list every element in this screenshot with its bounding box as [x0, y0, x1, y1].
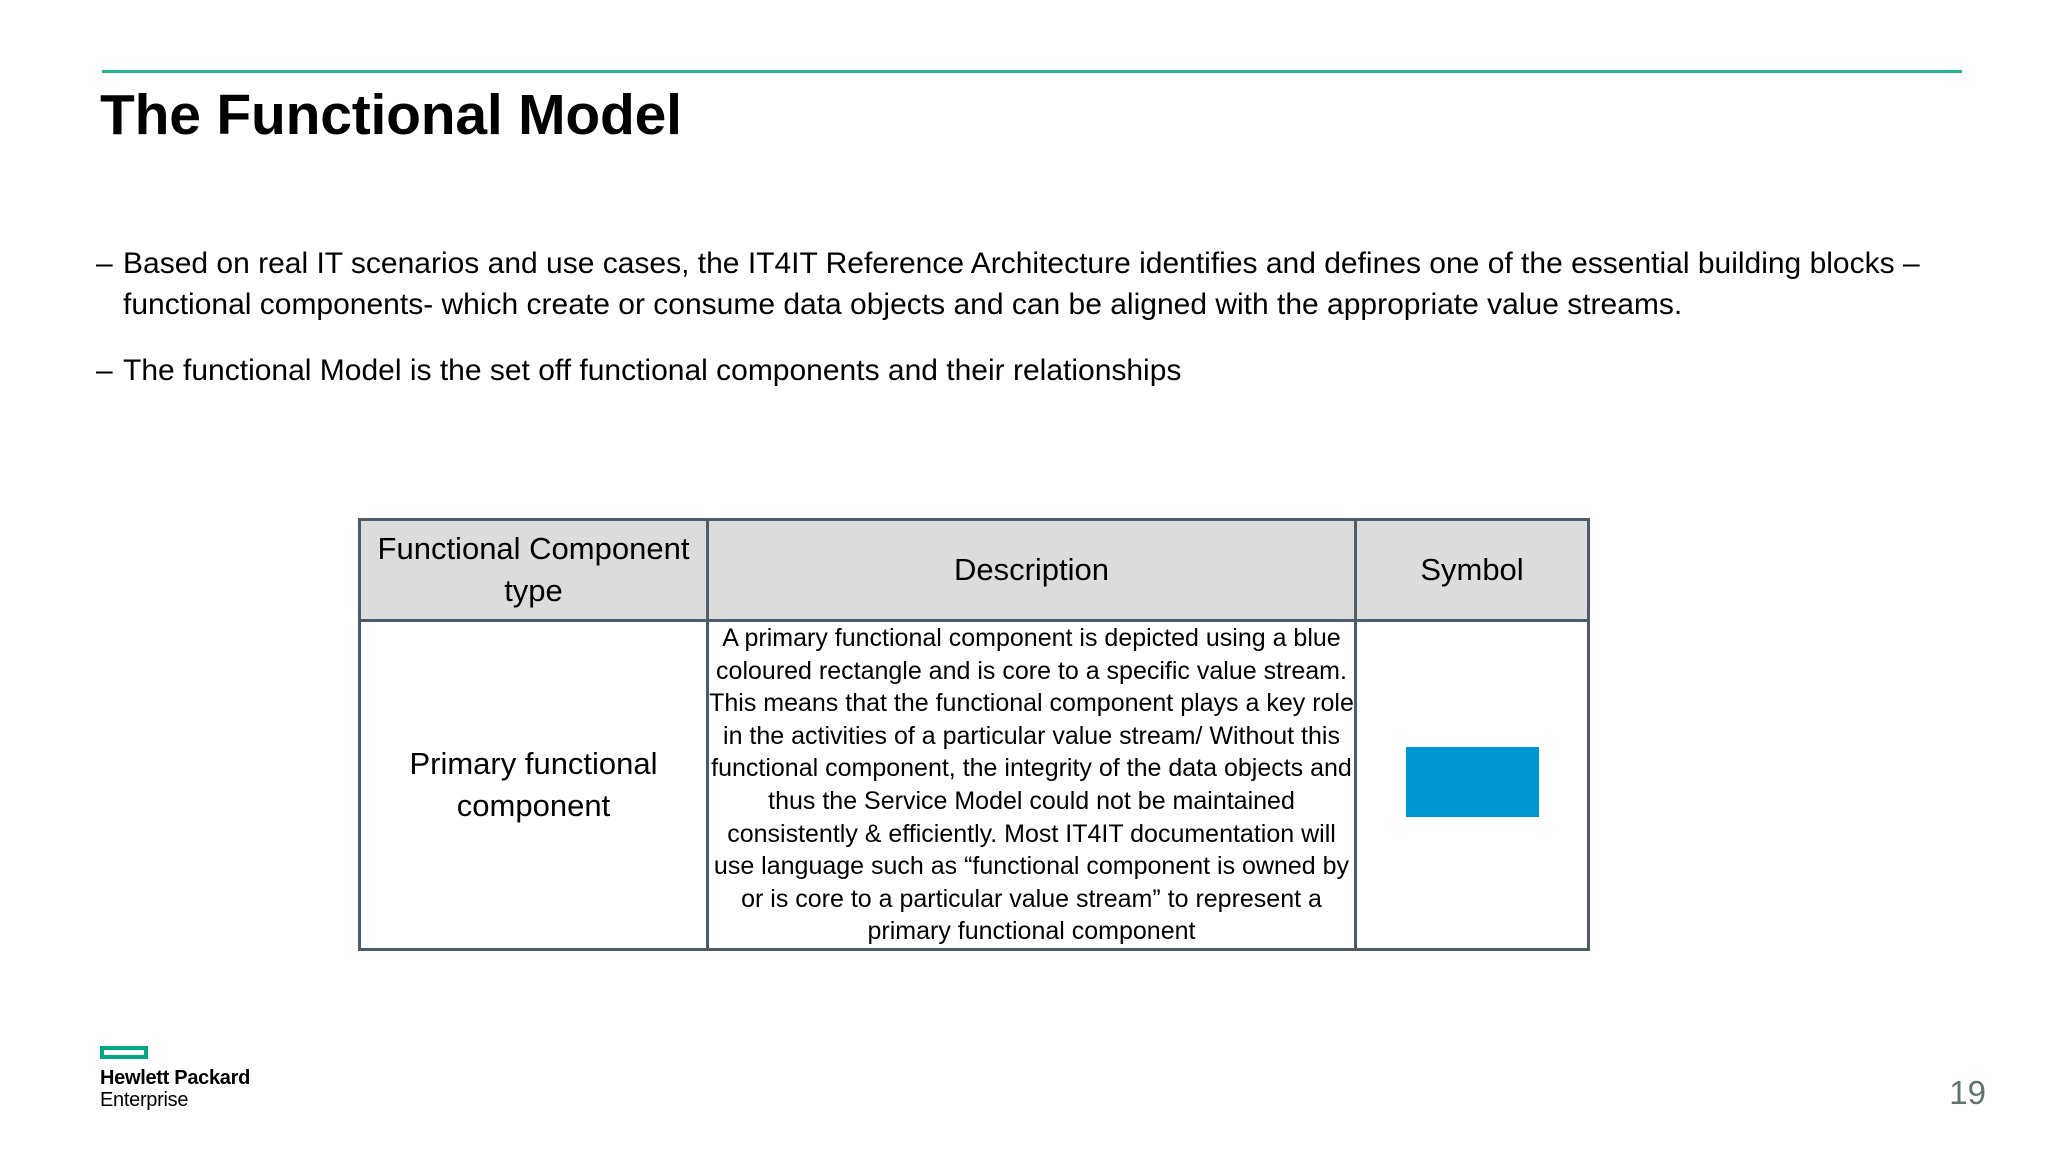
column-header-description: Description	[706, 518, 1357, 622]
cell-description: A primary functional component is depict…	[706, 619, 1357, 951]
title-accent-rule	[102, 70, 1962, 73]
blue-rectangle-icon	[1405, 747, 1539, 818]
page-number: 19	[1949, 1074, 1986, 1111]
logo-line-2: Enterprise	[100, 1089, 189, 1111]
bullet-list: – Based on real IT scenarios and use cas…	[96, 243, 1966, 391]
hpe-mark-icon	[100, 1046, 148, 1059]
list-item: – Based on real IT scenarios and use cas…	[96, 243, 1966, 325]
column-header-symbol: Symbol	[1354, 518, 1590, 622]
logo-line-1: Hewlett Packard	[100, 1067, 251, 1089]
column-header-functional-component-type: Functional Component type	[358, 518, 709, 622]
list-item: – The functional Model is the set off fu…	[96, 350, 1966, 391]
bullet-text: The functional Model is the set off func…	[123, 354, 1182, 387]
bullet-text: Based on real IT scenarios and use cases…	[123, 247, 1920, 321]
cell-component-type: Primary functional component	[358, 619, 709, 951]
page-title: The Functional Model	[100, 83, 682, 147]
table-header: Functional Component type Description Sy…	[358, 518, 1590, 622]
hpe-logo: Hewlett Packard Enterprise	[100, 1046, 250, 1111]
dash-bullet-icon: –	[96, 247, 113, 280]
table-body: Primary functional component A primary f…	[358, 619, 1590, 951]
cell-symbol	[1354, 619, 1590, 951]
table-row: Primary functional component A primary f…	[358, 619, 1590, 951]
dash-bullet-icon: –	[96, 354, 113, 387]
table-header-row: Functional Component type Description Sy…	[358, 518, 1590, 622]
functional-component-table: Functional Component type Description Sy…	[358, 518, 1590, 951]
